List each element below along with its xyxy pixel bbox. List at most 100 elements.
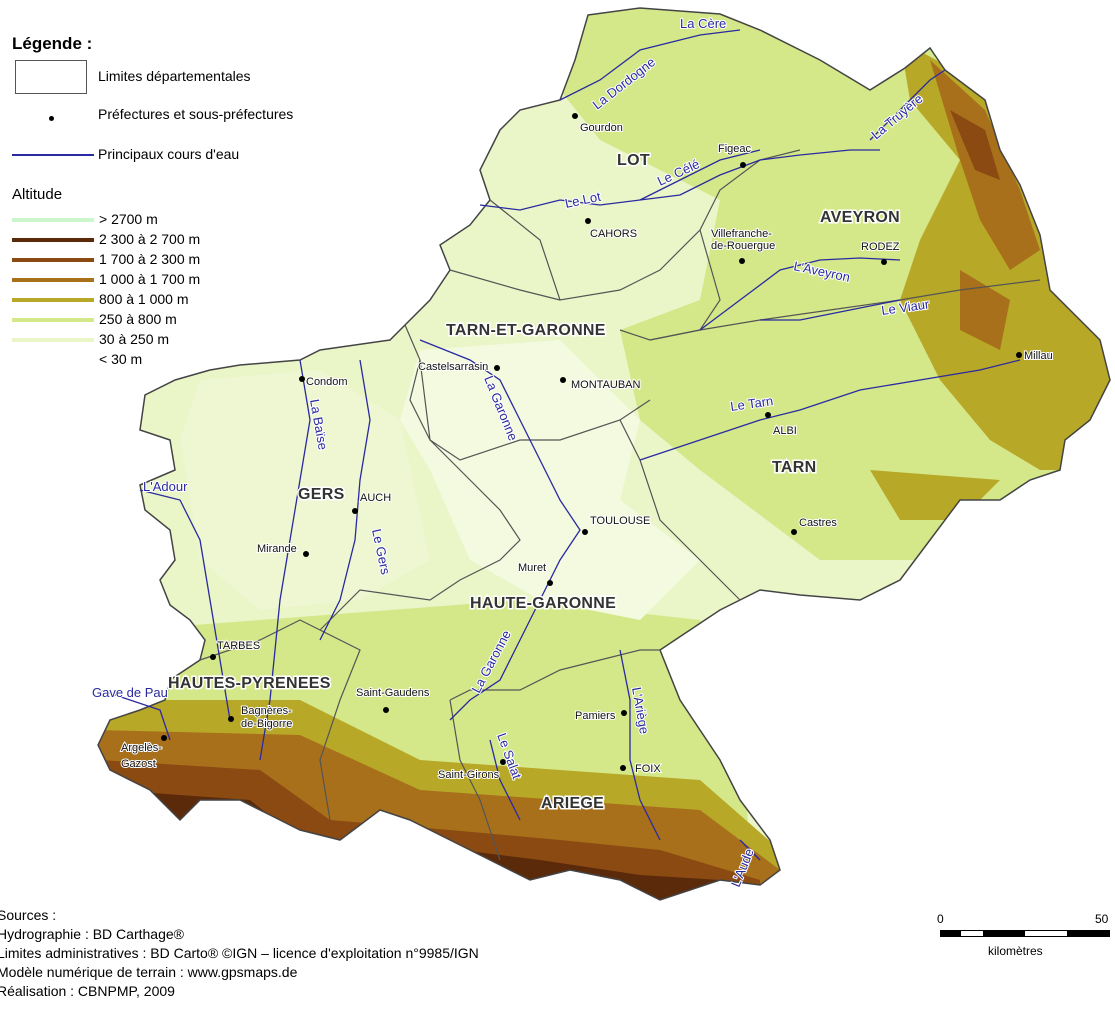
altitude-swatch (12, 278, 94, 282)
dept-label-hautes-pyrenees: HAUTES-PYRENEES (168, 675, 331, 692)
legend-department-limits: Limites départementales (98, 68, 251, 84)
altitude-label: 1 000 à 1 700 m (99, 271, 201, 287)
prefecture-dot-icon (49, 116, 54, 121)
dept-label-lot: LOT (617, 152, 650, 169)
city-label-bagneres-2: de-Bigorre (241, 718, 292, 730)
city-dot-saint-gaudens (383, 707, 389, 713)
city-label-saint-girons: Saint-Girons (438, 769, 500, 781)
city-label-montauban: MONTAUBAN (571, 379, 641, 391)
city-label-figeac: Figeac (718, 143, 752, 155)
city-dot-toulouse (582, 529, 588, 535)
city-label-tarbes: TARBES (217, 640, 260, 652)
dept-label-tarn-et-garonne: TARN-ET-GARONNE (446, 322, 606, 339)
city-label-foix: FOIX (635, 763, 661, 775)
source-hydrography: Hydrographie : BD Carthage® (0, 926, 184, 942)
altitude-swatch (12, 318, 94, 322)
city-label-millau: Millau (1024, 350, 1053, 362)
river-label-gave-de-pau: Gave de Pau (92, 685, 168, 700)
dept-label-ariege: ARIEGE (541, 795, 604, 812)
city-dot-castelsarrasin (494, 365, 500, 371)
city-dot-bagneres (228, 716, 234, 722)
city-dot-figeac (740, 162, 746, 168)
city-label-muret: Muret (518, 562, 546, 574)
dept-label-haute-garonne: HAUTE-GARONNE (470, 595, 616, 612)
altitude-label: > 2700 m (99, 211, 158, 227)
city-label-albi: ALBI (773, 425, 797, 437)
rivers (99, 29, 1021, 861)
altitude-label: 800 à 1 000 m (99, 291, 189, 307)
city-dot-castres (791, 529, 797, 535)
source-terrain-model: Modèle numérique de terrain : www.gpsmap… (0, 964, 298, 980)
altitude-swatch (12, 298, 94, 302)
city-label-saint-gaudens: Saint-Gaudens (356, 687, 430, 699)
legend-prefectures: Préfectures et sous-préfectures (98, 106, 294, 122)
altitude-class: > 2700 m (12, 210, 312, 230)
city-label-villefranche-1: Villefranche- (711, 228, 772, 240)
city-label-argeles-1: Argelès- (121, 742, 162, 754)
altitude-label: 1 700 à 2 300 m (99, 251, 201, 267)
cities: Gourdon Figeac CAHORS Villefranche- de-R… (120, 113, 1054, 782)
scale-end-label: 50 (1095, 912, 1109, 926)
city-label-condom: Condom (306, 376, 348, 388)
altitude-swatch (12, 338, 94, 342)
altitude-swatch (12, 218, 94, 222)
city-dot-rodez (881, 259, 887, 265)
altitude-label: < 30 m (99, 351, 143, 367)
altitude-class: 1 000 à 1 700 m (12, 270, 312, 290)
city-dot-foix (620, 765, 626, 771)
altitude-swatch (12, 358, 94, 362)
river-line-swatch (12, 154, 94, 156)
city-label-rodez: RODEZ (861, 241, 900, 253)
source-realisation: Réalisation : CBNPMP, 2009 (0, 983, 175, 999)
city-label-gourdon: Gourdon (580, 122, 623, 134)
legend-rivers: Principaux cours d'eau (98, 146, 240, 162)
city-label-mirande: Mirande (257, 543, 297, 555)
city-label-argeles-2: Gazost (121, 758, 156, 770)
city-label-pamiers: Pamiers (575, 710, 616, 722)
city-dot-muret (547, 580, 553, 586)
legend-title: Légende : (12, 34, 93, 53)
city-label-cahors: CAHORS (590, 228, 637, 240)
city-label-castres: Castres (799, 517, 837, 529)
city-dot-tarbes (210, 654, 216, 660)
city-dot-cahors (585, 218, 591, 224)
city-dot-mirande (303, 551, 309, 557)
river-label-baise: La Baïse (307, 398, 331, 451)
altitude-label: 250 à 800 m (99, 311, 177, 327)
city-dot-millau (1016, 352, 1022, 358)
altitude-class: 1 700 à 2 300 m (12, 250, 312, 270)
altitude-class: 2 300 à 2 700 m (12, 230, 312, 250)
scale-bar-frame (940, 930, 1110, 937)
city-dot-auch (352, 508, 358, 514)
department-limit-swatch (15, 60, 87, 94)
altitude-swatch (12, 258, 94, 262)
altitude-swatch (12, 238, 94, 242)
altitude-title: Altitude (12, 186, 63, 203)
city-label-castelsarrasin: Castelsarrasin (418, 361, 488, 373)
city-dot-argeles (161, 735, 167, 741)
sources-block: Sources : Hydrographie : BD Carthage® Li… (0, 906, 479, 1001)
source-admin-limits: Limites administratives : BD Carto® ©IGN… (0, 945, 479, 961)
city-dot-saint-girons (500, 759, 506, 765)
scale-bar: 0 50 kilomètres (935, 912, 1110, 962)
scale-start-label: 0 (937, 912, 944, 926)
altitude-class: 800 à 1 000 m (12, 290, 312, 310)
city-dot-pamiers (621, 710, 627, 716)
dept-label-aveyron: AVEYRON (820, 209, 900, 226)
city-dot-montauban (560, 377, 566, 383)
city-dot-condom (299, 376, 305, 382)
river-label-cere: La Cère (680, 16, 726, 31)
dept-label-tarn: TARN (772, 459, 816, 476)
city-label-toulouse: TOULOUSE (590, 515, 650, 527)
city-dot-villefranche (739, 258, 745, 264)
city-label-auch: AUCH (360, 492, 391, 504)
city-dot-gourdon (572, 113, 578, 119)
sources-title: Sources : (0, 907, 57, 923)
altitude-class: < 30 m (12, 350, 312, 370)
altitude-label: 2 300 à 2 700 m (99, 231, 201, 247)
scale-unit-label: kilomètres (988, 944, 1043, 958)
altitude-class: 250 à 800 m (12, 310, 312, 330)
city-label-villefranche-2: de-Rouergue (711, 240, 775, 252)
altitude-label: 30 à 250 m (99, 331, 170, 347)
